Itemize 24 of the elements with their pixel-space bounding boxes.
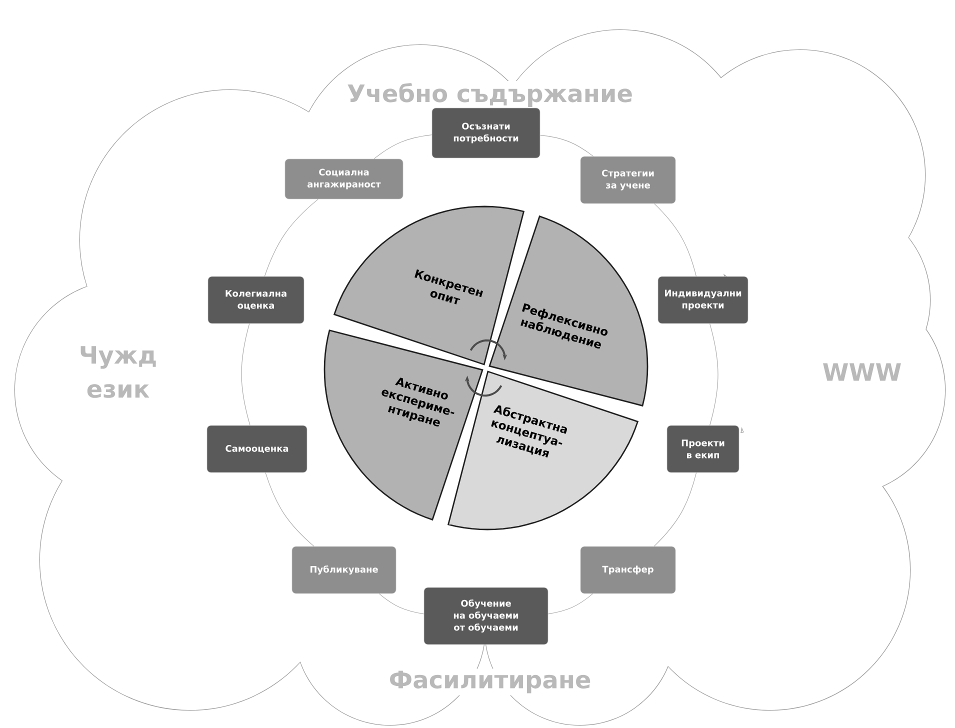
ring-arc	[265, 472, 314, 547]
ring-arc	[378, 593, 424, 614]
cloud-label: WWW	[820, 361, 904, 383]
process-box: Осъзнати потребности	[432, 108, 540, 158]
ring-arc	[654, 203, 697, 277]
cloud-label: Учебно съдържание	[344, 81, 636, 109]
process-box: Колегиална оценка	[208, 276, 304, 324]
ring-arc	[374, 134, 432, 160]
process-box: Стратегии за учене	[580, 156, 676, 204]
process-box: Проекти в екип	[666, 425, 740, 473]
process-box: Социална ангажираност	[284, 158, 404, 200]
ring-arc	[548, 593, 594, 614]
process-box: Самооценка	[206, 425, 308, 473]
ring-arc	[241, 323, 250, 426]
cloud-label: Чужд език	[66, 344, 170, 400]
ring-arc	[654, 472, 697, 547]
process-box: Индивидуални проекти	[658, 276, 748, 324]
ring-arc	[540, 134, 594, 157]
ring-arc	[710, 323, 718, 426]
process-box: Трансфер	[580, 546, 676, 594]
process-box: Публикуване	[292, 546, 396, 594]
cloud-label: Фасилитиране	[386, 668, 594, 696]
process-box: Обучение на обучаеми от обучаеми	[424, 587, 548, 645]
ring-arc	[264, 198, 318, 277]
